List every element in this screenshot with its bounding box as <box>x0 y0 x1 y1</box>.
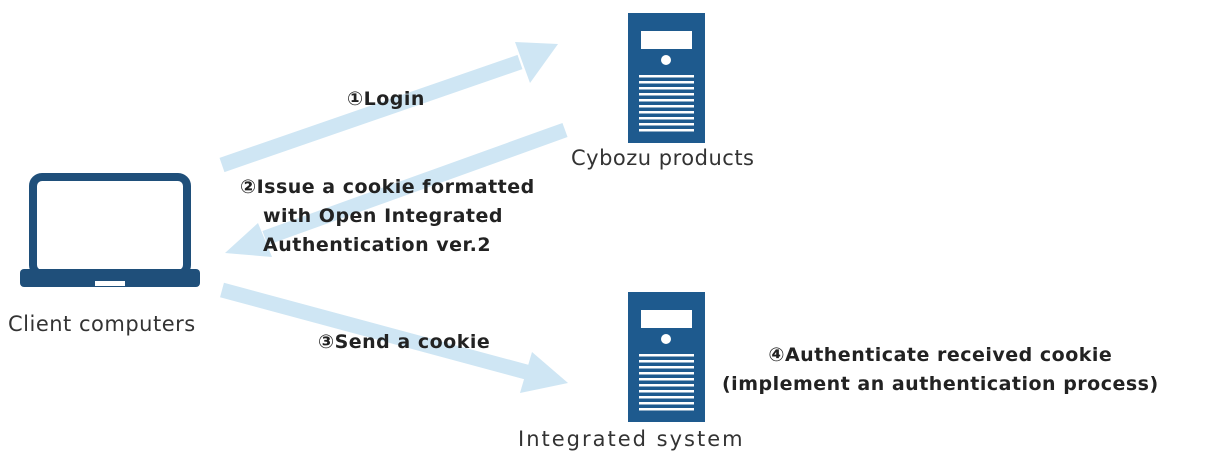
step-issue-cookie-label: ②Issue a cookie formatted with Open Inte… <box>240 173 535 260</box>
step-authenticate-label: ④Authenticate received cookie (implement… <box>722 341 1159 399</box>
server-icon <box>628 13 705 143</box>
step-issue-line3: Authentication ver.2 <box>263 234 492 256</box>
step-issue-line2: with Open Integrated <box>263 205 503 227</box>
arrow-issue-cookie <box>225 122 568 257</box>
server-icon <box>628 292 705 422</box>
step-authenticate-line2: (implement an authentication process) <box>722 373 1159 395</box>
step-login-text: ①Login <box>347 88 425 110</box>
laptop-icon <box>20 173 200 287</box>
step-send-cookie-label: ③Send a cookie <box>318 328 490 357</box>
step-authenticate-line1: ④Authenticate received cookie <box>768 344 1113 366</box>
client-computers-label: Client computers <box>8 312 196 336</box>
step-issue-line1: ②Issue a cookie formatted <box>240 176 535 198</box>
arrow-send-cookie <box>220 282 568 393</box>
integrated-system-label: Integrated system <box>518 427 745 451</box>
cybozu-products-label: Cybozu products <box>571 146 755 170</box>
step-login-label: ①Login <box>347 85 425 114</box>
step-send-text: ③Send a cookie <box>318 331 491 353</box>
arrow-login <box>219 42 558 173</box>
